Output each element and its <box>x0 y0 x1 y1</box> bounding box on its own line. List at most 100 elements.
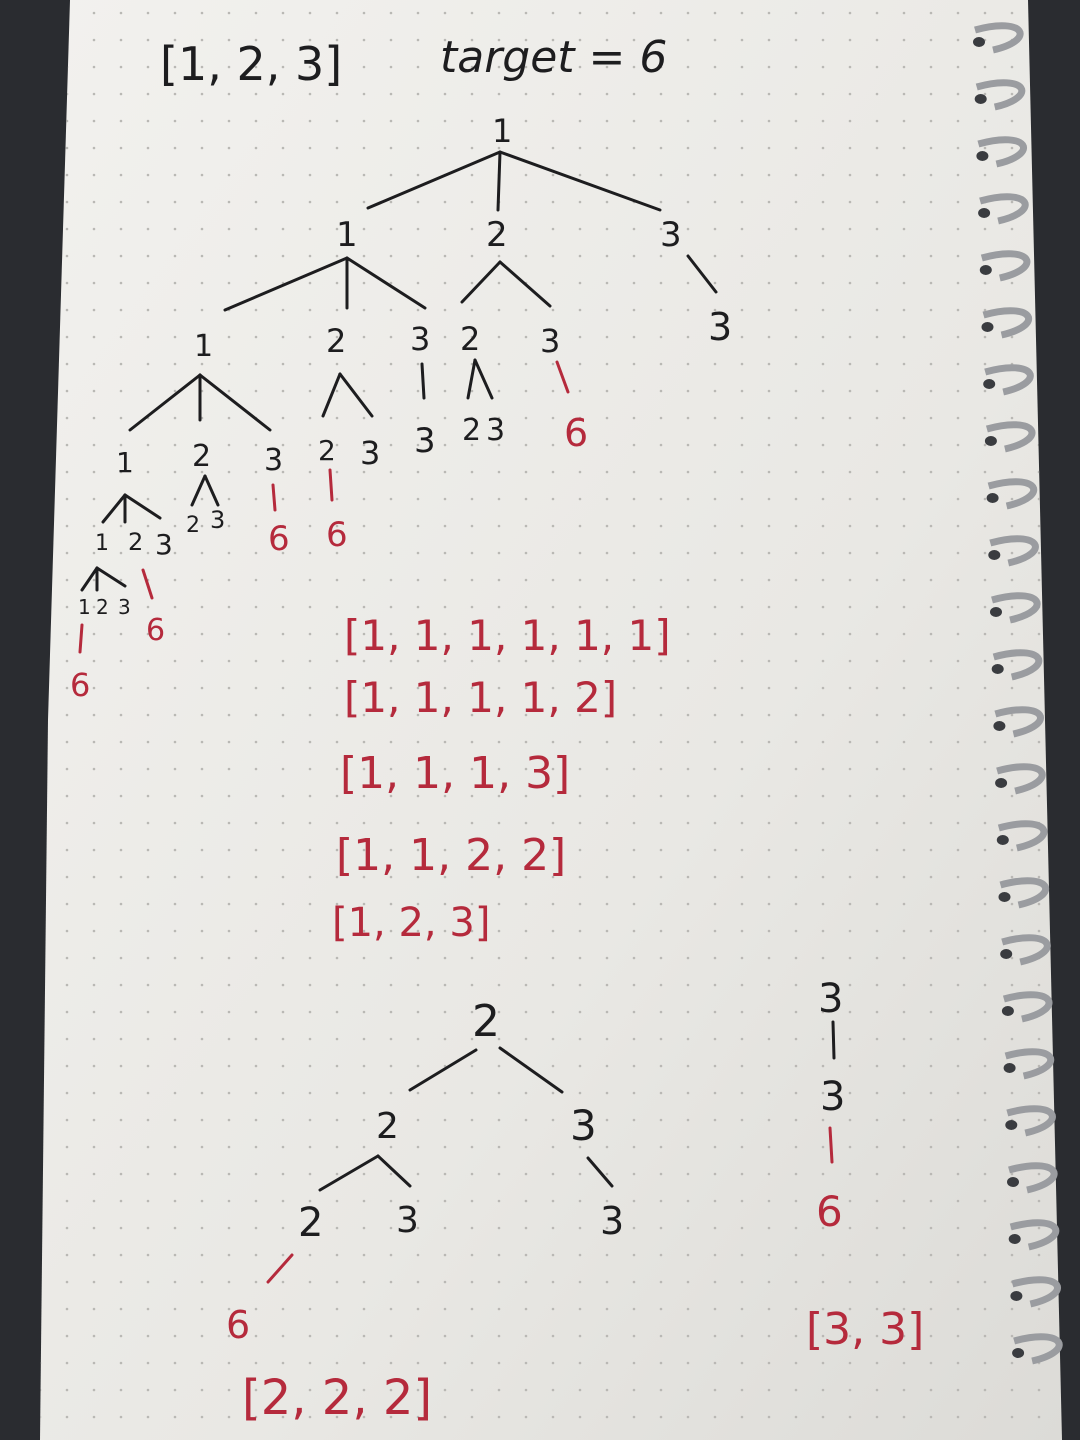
spiral-ring <box>991 592 1041 624</box>
spiral-hole <box>1005 1120 1018 1130</box>
result-row: [1, 1, 1, 3] <box>340 748 570 799</box>
tree1-edges <box>78 150 718 654</box>
spiral-hole <box>1001 1006 1014 1016</box>
tree3-leaf: 6 <box>816 1187 843 1236</box>
tree1-node-result: 6 <box>268 519 290 559</box>
spiral-hole <box>984 436 997 446</box>
spiral-ring <box>980 250 1031 282</box>
results-list: [1, 1, 1, 1, 1, 1] [1, 1, 1, 1, 2] [1, 1… <box>332 611 671 946</box>
spiral-hole <box>1010 1291 1023 1301</box>
tree1-node-result: 6 <box>564 411 588 455</box>
tree1-node: 3 <box>540 322 560 360</box>
tree1-node: 1 <box>95 531 109 556</box>
spiral-hole <box>974 94 987 104</box>
tree3: 3 3 6 [3, 3] <box>806 976 924 1355</box>
spiral-hole <box>981 322 994 332</box>
spiral-ring <box>974 22 1024 54</box>
result-row: [1, 2, 3] <box>332 900 490 946</box>
tree1-node: 2 <box>462 413 481 448</box>
tree2-node: 3 <box>396 1200 419 1241</box>
spiral-ring <box>1013 1333 1063 1365</box>
spiral-ring <box>992 649 1043 681</box>
spiral-ring <box>1006 1105 1056 1137</box>
spiral-hole <box>998 892 1011 902</box>
spiral-ring <box>984 364 1034 396</box>
tree1-node-result: 6 <box>146 613 165 648</box>
spiral-hole <box>986 493 999 503</box>
spiral-ring <box>1011 1276 1061 1308</box>
spiral-hole <box>976 151 989 161</box>
spiral-ring <box>1002 991 1053 1023</box>
tree1-node: 3 <box>155 528 173 561</box>
tree1-node: 3 <box>414 421 436 461</box>
spiral-hole <box>1007 1177 1019 1187</box>
spiral-ring <box>999 877 1049 909</box>
spiral-hole <box>996 835 1009 845</box>
tree1-node: 2 <box>186 513 200 538</box>
spiral-ring <box>982 307 1032 339</box>
spiral-ring <box>975 79 1026 111</box>
spiral-ring <box>1009 1219 1060 1251</box>
result-row: [1, 1, 1, 1, 2] <box>344 673 617 722</box>
spiral-hole <box>990 607 1002 617</box>
spiral-ring <box>997 820 1048 852</box>
tree1-node: 3 <box>210 506 225 534</box>
spiral-ring <box>987 478 1038 510</box>
tree1-node: 3 <box>660 215 682 255</box>
tree2-result: [2, 2, 2] <box>242 1370 432 1426</box>
tree1-node: 2 <box>486 215 508 255</box>
spiral-ring <box>1004 1048 1055 1080</box>
tree1-node: 2 <box>326 322 346 360</box>
tree2-node: 3 <box>570 1101 597 1150</box>
tree1-node: 3 <box>486 413 505 448</box>
tree3-result: [3, 3] <box>806 1304 924 1355</box>
spiral-ring <box>985 421 1036 453</box>
tree1-node: 2 <box>192 439 211 474</box>
tree1-nodes: 1 1 2 3 1 2 3 2 3 3 1 2 3 2 3 3 2 3 6 1 … <box>70 112 732 704</box>
spiral-ring <box>989 535 1039 567</box>
spiral-hole <box>1012 1348 1025 1358</box>
spiral-ring <box>1001 934 1051 966</box>
result-row: [1, 1, 1, 1, 1, 1] <box>344 611 671 660</box>
spiral-ring <box>994 706 1044 738</box>
tree1-node: 2 <box>460 320 480 358</box>
dot-grid <box>40 0 1062 1440</box>
tree2: 2 2 3 2 3 3 6 [2, 2, 2] <box>226 996 624 1426</box>
spiral-hole <box>1008 1234 1021 1244</box>
tree1-node: 2 <box>128 528 143 556</box>
tree1-node: 3 <box>360 434 380 472</box>
spiral-hole <box>978 208 991 218</box>
tree1-node: 1 <box>194 329 213 364</box>
tree1-node: 1 <box>116 446 134 479</box>
spiral-ring <box>1008 1162 1058 1194</box>
tree3-node: 3 <box>818 976 843 1022</box>
spiral-ring <box>996 763 1046 795</box>
tree1-node: 1 <box>78 595 91 619</box>
tree1-node: 3 <box>708 305 732 349</box>
tree1-node: 3 <box>410 320 430 358</box>
tree1-node-result: 6 <box>70 666 90 704</box>
spiral-hole <box>993 721 1006 731</box>
target-label: target = 6 <box>440 32 667 83</box>
input-array-label: [1, 2, 3] <box>160 37 342 91</box>
spiral-ring <box>979 193 1029 225</box>
tree1-node: 3 <box>118 595 131 619</box>
spiral-ring <box>977 136 1027 168</box>
spiral-hole <box>979 265 992 275</box>
tree1-root: 1 <box>492 112 512 150</box>
tree1-node: 1 <box>336 215 358 255</box>
spiral-hole <box>995 778 1008 788</box>
tree2-leaf: 6 <box>226 1303 250 1347</box>
result-row: [1, 1, 2, 2] <box>336 830 566 881</box>
spiral-hole <box>1000 949 1013 959</box>
spiral-hole <box>988 550 1001 560</box>
tree2-node: 2 <box>376 1106 399 1147</box>
spiral-hole <box>973 37 985 47</box>
tree1-node: 3 <box>264 443 283 478</box>
tree2-root: 2 <box>472 996 500 1047</box>
spiral-binding <box>973 22 1063 1365</box>
tree1-node: 2 <box>96 595 109 619</box>
tree3-node: 3 <box>820 1074 845 1120</box>
